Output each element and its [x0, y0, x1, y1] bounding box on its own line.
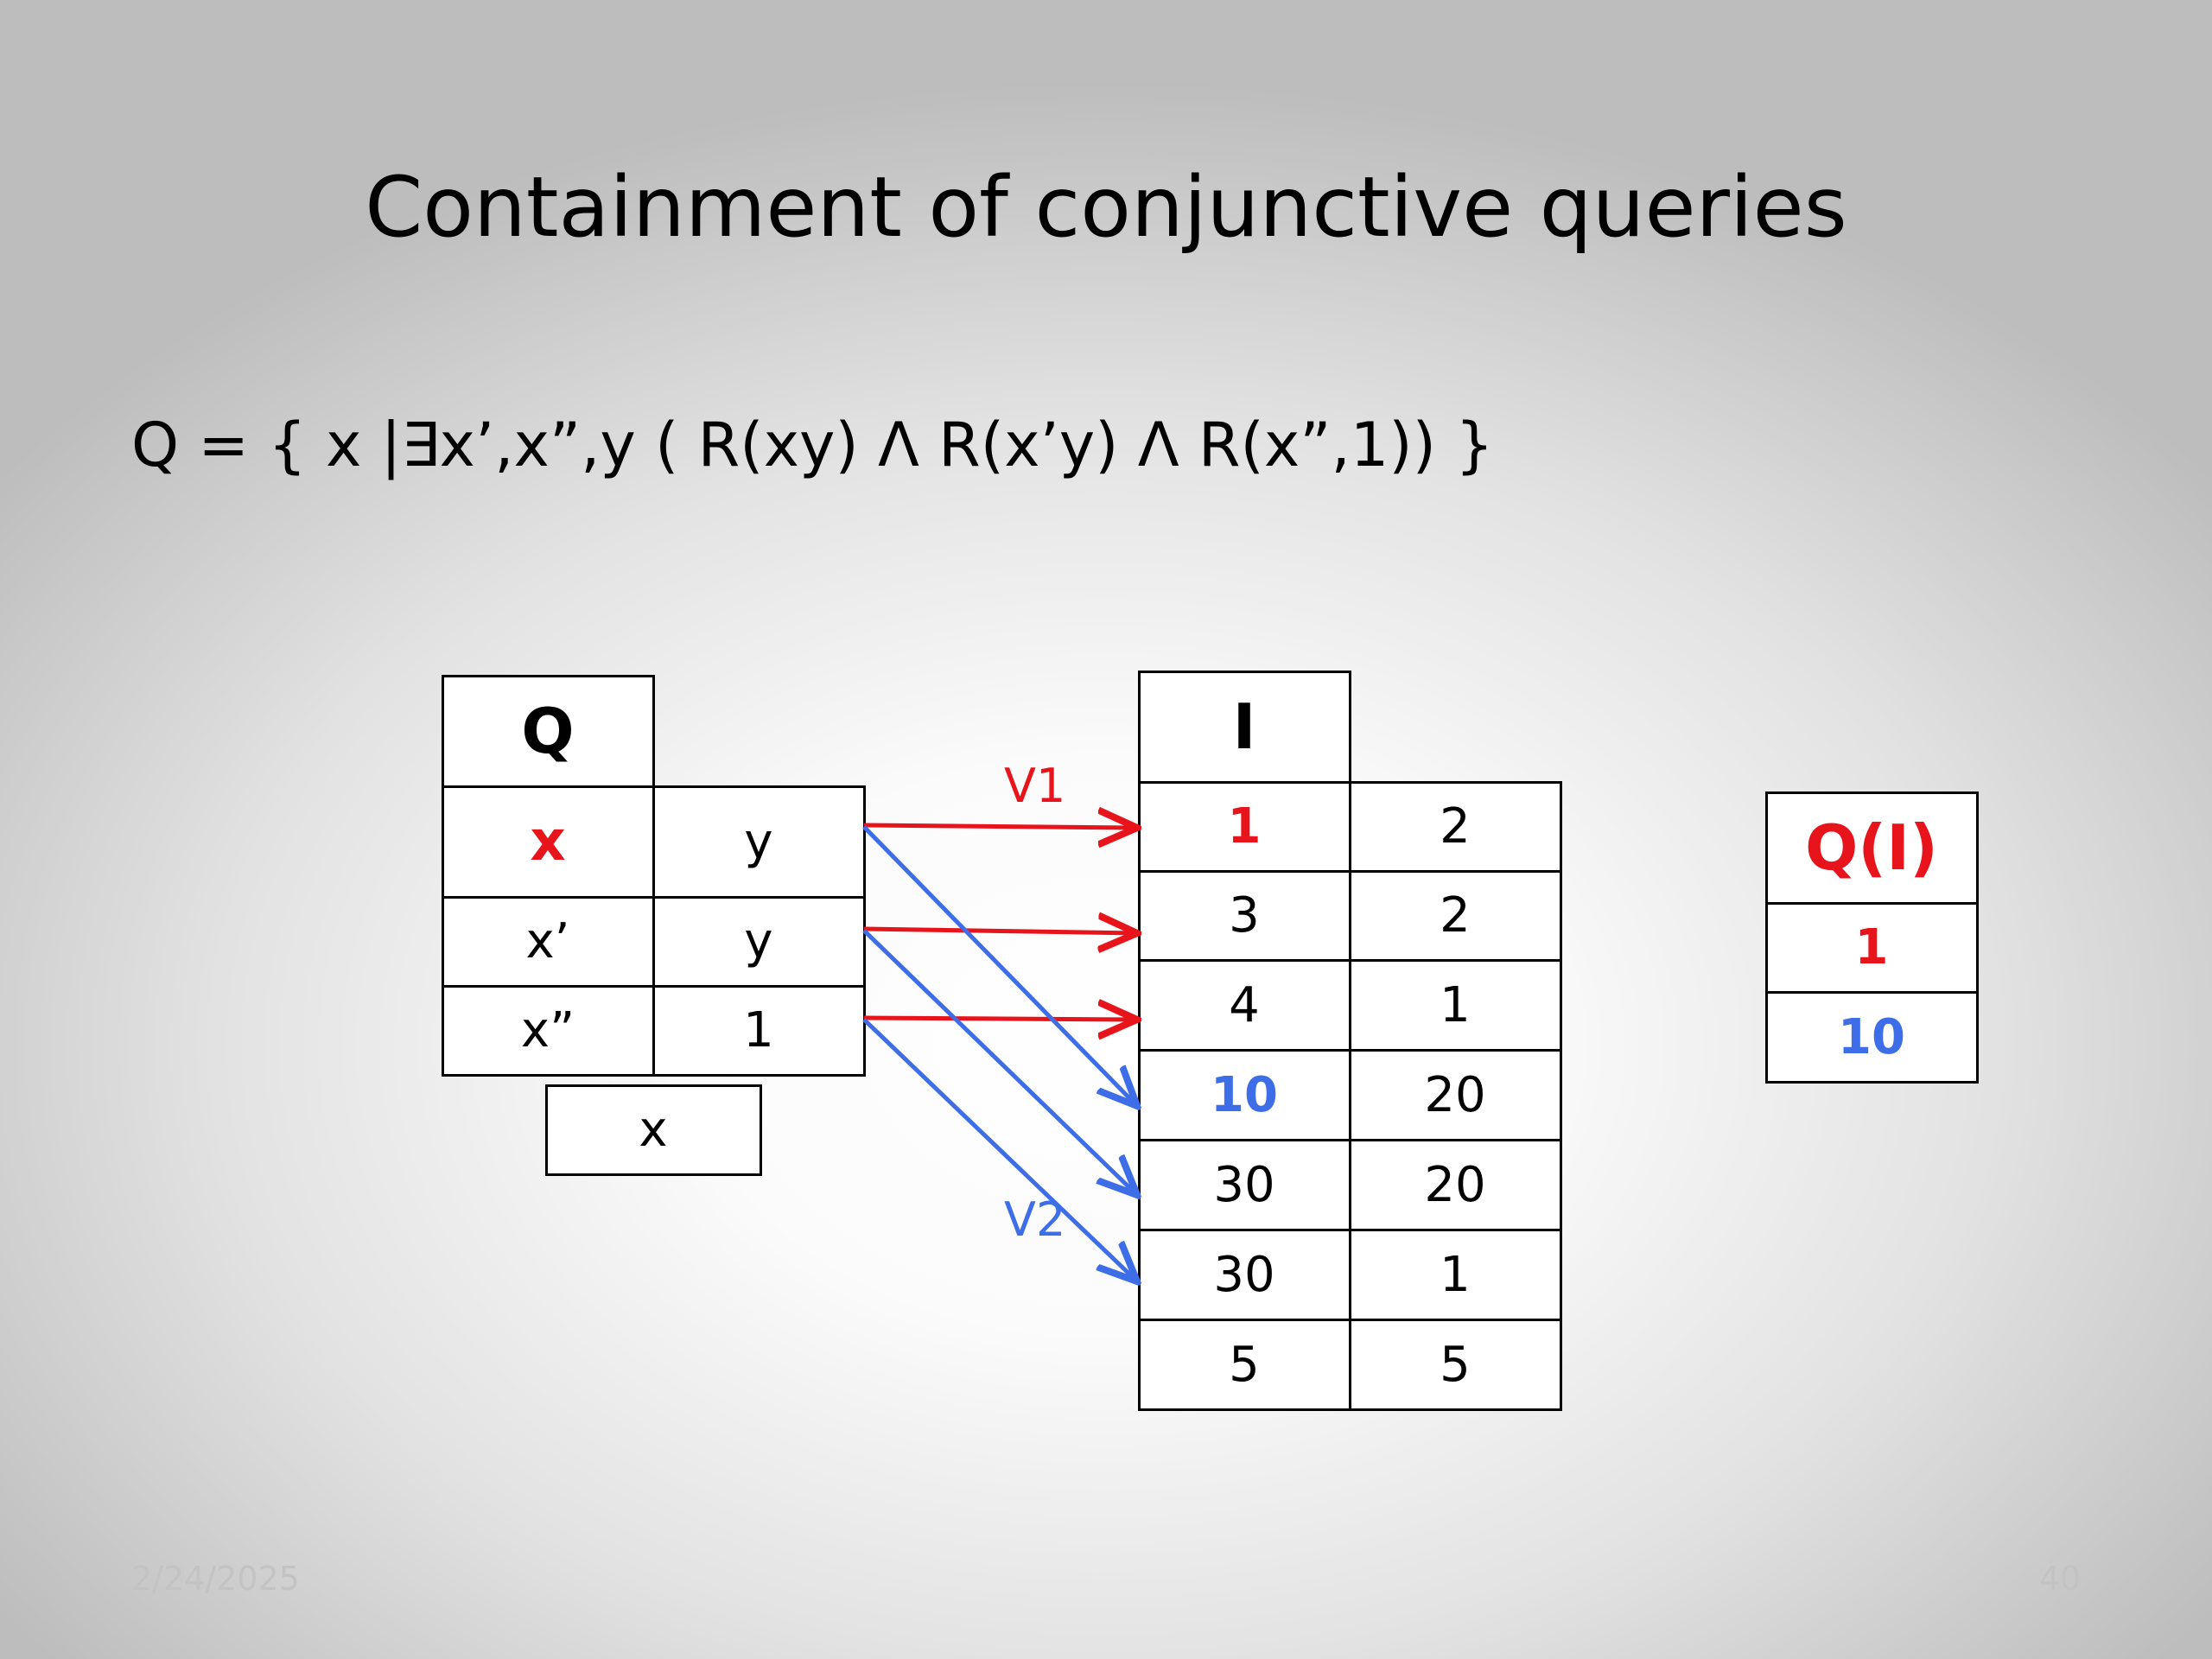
page-number: 40	[2039, 1560, 2082, 1598]
mapping-label-v1: V1	[1004, 759, 1065, 813]
v1-arrow-0	[863, 825, 1137, 828]
mapping-label-v1-text: V1	[1004, 759, 1066, 813]
result-table-header: Q(I)	[1764, 791, 1979, 905]
query-formula: Q = { x |∃x’,x”,y ( R(xy) Λ R(x’y) Λ R(x…	[131, 410, 1494, 480]
v2-arrow-1	[862, 929, 1137, 1195]
instance-cell-r2-c0: 4	[1137, 958, 1351, 1052]
instance-cell-r4-c0: 30	[1137, 1138, 1351, 1231]
footer-date: 2/24/2025	[131, 1560, 300, 1598]
instance-cell-r6-c0: 5	[1137, 1318, 1351, 1411]
query-cell-r0-c0: x	[441, 785, 655, 899]
instance-cell-r6-c1: 5	[1348, 1318, 1562, 1411]
instance-cell-r3-c1: 20	[1348, 1048, 1562, 1141]
instance-table: I 1 2 3 2 4 1 10 20 30 20 30 1 5 5	[1137, 670, 1562, 1411]
v1-arrow-1	[863, 929, 1137, 933]
v2-arrow-0	[862, 825, 1137, 1106]
query-table-header: Q	[441, 674, 655, 788]
instance-table-header: I	[1137, 670, 1351, 784]
instance-cell-r5-c0: 30	[1137, 1228, 1351, 1321]
query-cell-r2-c1: 1	[652, 984, 866, 1077]
result-table: Q(I) 1 10	[1764, 791, 1979, 1084]
query-head-box: x	[544, 1084, 762, 1176]
result-cell-1: 10	[1764, 990, 1979, 1084]
instance-cell-r0-c0: 1	[1137, 780, 1351, 873]
mapping-label-v2: V2	[1004, 1192, 1065, 1247]
slide-title: Containment of conjunctive queries	[365, 159, 1847, 256]
query-cell-r2-c0: x”	[441, 984, 655, 1077]
query-cell-r1-c0: x’	[441, 895, 655, 988]
v1-arrow-2	[863, 1018, 1137, 1020]
query-table: Q x y x’ y x” 1	[441, 674, 866, 1077]
mapping-label-v2-text: V2	[1004, 1192, 1066, 1247]
instance-cell-r0-c1: 2	[1348, 780, 1562, 873]
v2-arrow-2	[862, 1018, 1137, 1281]
query-cell-r1-c1: y	[652, 895, 866, 988]
